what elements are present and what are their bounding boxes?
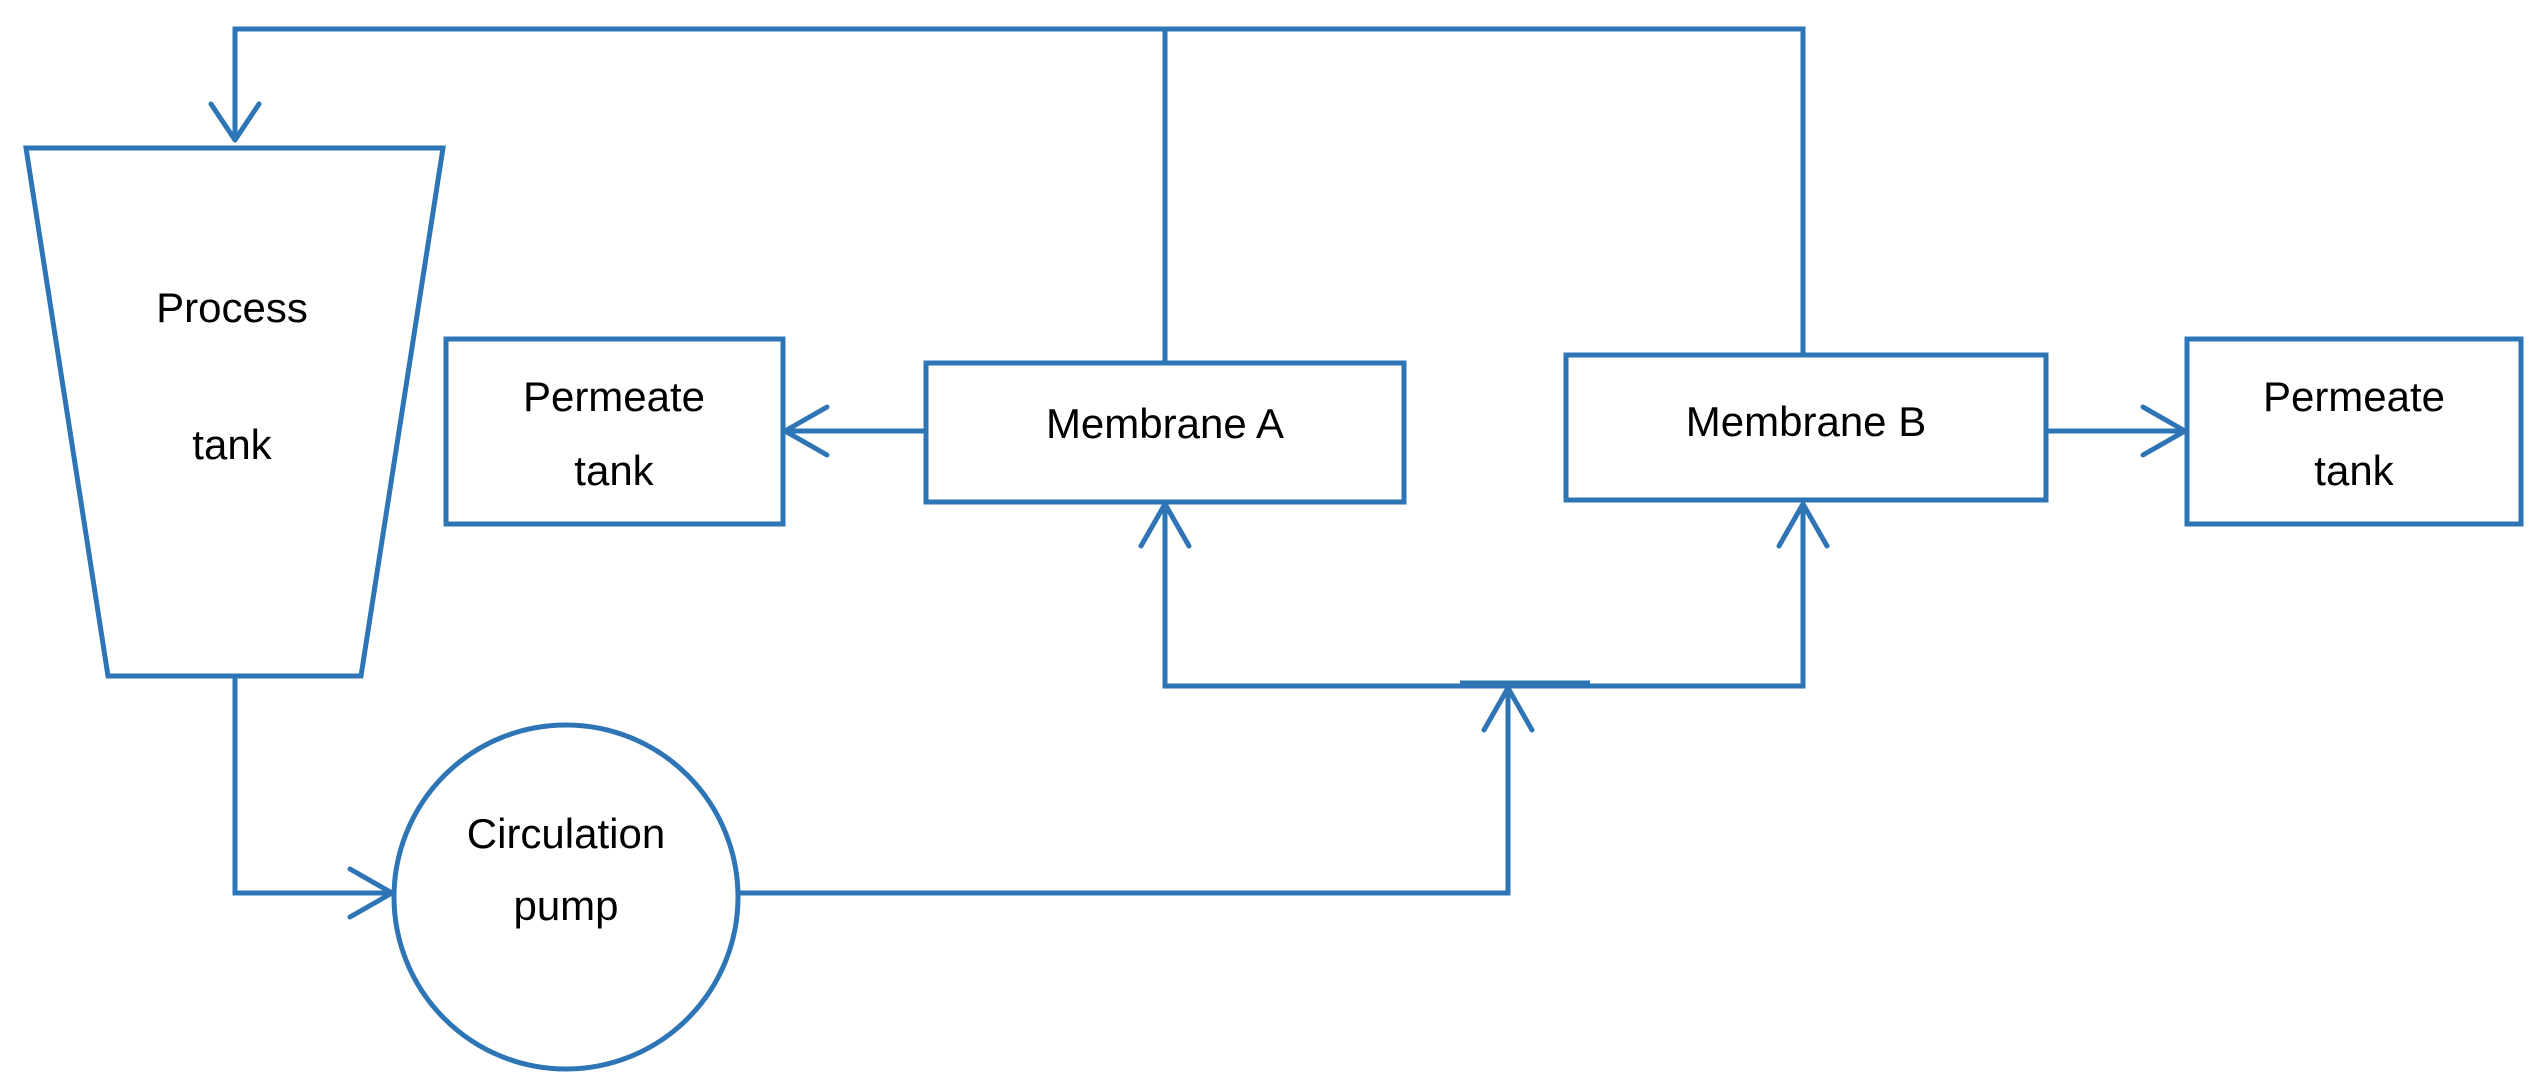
membrane-a: Membrane A [923,360,1407,505]
process-tank: Process tank [23,145,446,679]
membrane-b: Membrane B [1563,352,2049,503]
permeate-tank-left-label-line2: tank [574,447,654,494]
permeate-tank-left: Permeate tank [443,336,786,527]
process-tank-label-line2: tank [192,421,272,468]
permeate-tank-right-label-line1: Permeate [2263,373,2445,420]
feed-to-membrane-b-arrowhead [1776,501,1830,549]
permeate-tank-right: Permeate tank [2184,336,2524,527]
process-tank-label-line1: Process [156,284,308,331]
pump-to-feed-line [740,690,1511,896]
circulation-pump-label-line2: pump [513,882,618,929]
return-line-top [232,26,1806,355]
permeate-tank-left-label-line1: Permeate [523,373,705,420]
feed-manifold [1162,505,1806,689]
permeate-tank-right-label-line2: tank [2314,447,2394,494]
circulation-pump: Circulation pump [391,722,741,1072]
circulation-pump-label-line1: Circulation [467,810,665,857]
membrane-b-label: Membrane B [1686,398,1926,445]
return-arrowhead [208,101,262,143]
tank-to-pump-line [232,676,390,896]
membrane-a-label: Membrane A [1046,400,1284,447]
